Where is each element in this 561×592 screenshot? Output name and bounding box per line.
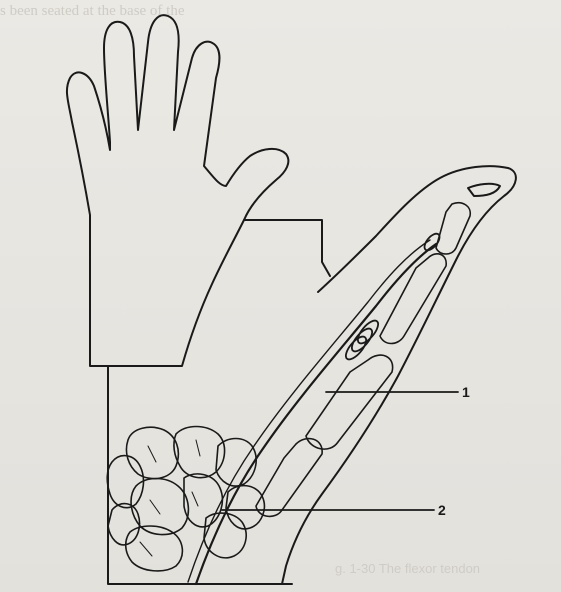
flexor-tendon-inner-icon [188,240,430,582]
distal-phalanx-icon [436,203,470,254]
section-bracket-icon [244,220,330,276]
callout-2-label: 2 [438,502,446,518]
carpal-bones-icon [107,427,264,571]
hand-outline-icon [67,15,288,366]
frame-left-icon [108,366,292,584]
finger-section-icon [282,166,516,584]
fingernail-icon [468,184,500,196]
flexor-tendon-icon [196,244,436,584]
proximal-phalanx-icon [306,355,393,449]
metacarpal-icon [256,439,322,517]
callout-1-label: 1 [462,384,470,400]
